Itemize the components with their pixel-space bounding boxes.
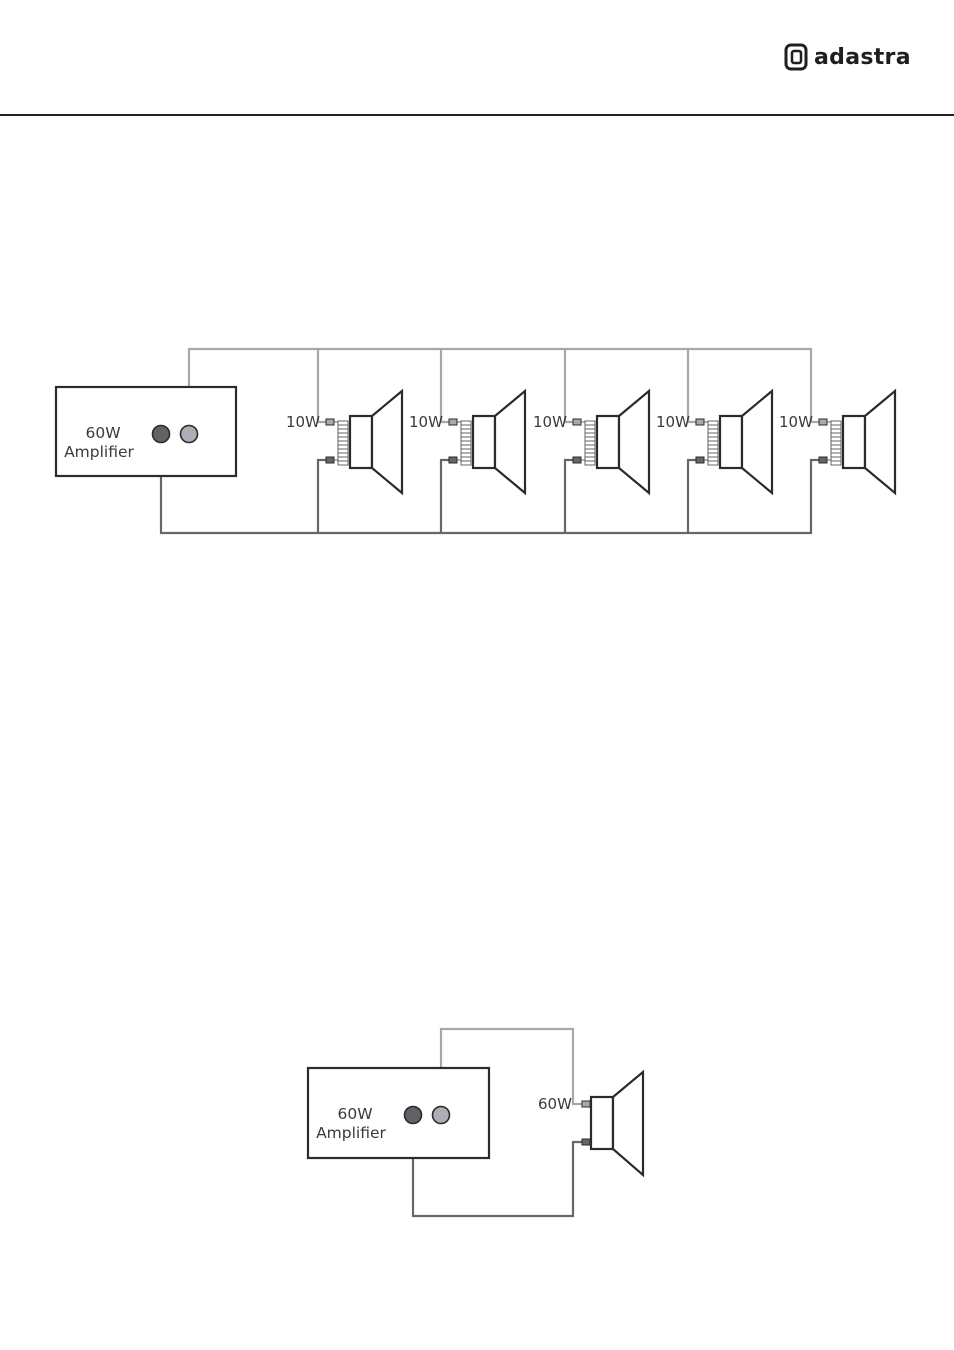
diagram-low-impedance: 60W Amplifier 60W (308, 1029, 643, 1216)
positive-terminal-icon (433, 1107, 450, 1124)
amplifier-box (56, 387, 236, 476)
transformer-coil-icon (581, 421, 595, 465)
speaker-3: 10W (533, 391, 649, 493)
speaker-wattage-label: 10W (779, 413, 813, 431)
speaker-2: 10W (409, 391, 525, 493)
tap-terminal-icon (696, 419, 704, 425)
tap-terminal-icon (326, 419, 334, 425)
transformer-coil-icon (334, 421, 348, 465)
tap-terminal-icon (449, 419, 457, 425)
tap-terminal-icon (449, 457, 457, 463)
speaker-5: 10W (779, 391, 895, 493)
transformer-coil-icon (457, 421, 471, 465)
speaker-cone-icon (720, 391, 772, 493)
amplifier-60w: 60W Amplifier (56, 387, 236, 476)
speaker-cone-icon (597, 391, 649, 493)
amplifier-power-label: 60W (337, 1105, 372, 1123)
speaker-wattage-label: 10W (656, 413, 690, 431)
speaker-4: 10W (656, 391, 772, 493)
tap-terminal-icon (819, 419, 827, 425)
tap-terminal-icon (573, 457, 581, 463)
amplifier-power-label: 60W (85, 424, 120, 442)
speaker-wattage-label: 10W (409, 413, 443, 431)
transformer-coil-icon (704, 421, 718, 465)
tap-terminal-icon (819, 457, 827, 463)
diagram-100v-line: 60W Amplifier 10W (56, 349, 895, 533)
speaker-cone-icon (591, 1072, 643, 1175)
speaker-wattage-label: 10W (286, 413, 320, 431)
amplifier-60w: 60W Amplifier (308, 1068, 489, 1158)
tap-terminal-icon (573, 419, 581, 425)
amplifier-label: Amplifier (316, 1124, 386, 1142)
speaker-cone-icon (473, 391, 525, 493)
transformer-coil-icon (827, 421, 841, 465)
speaker-wattage-label: 60W (538, 1095, 572, 1113)
speaker-60w: 60W (538, 1072, 643, 1175)
speaker-terminal-icon (582, 1101, 590, 1107)
speaker-cone-icon (843, 391, 895, 493)
amplifier-label: Amplifier (64, 443, 134, 461)
tap-terminal-icon (696, 457, 704, 463)
speaker-terminal-icon (582, 1139, 590, 1145)
negative-terminal-icon (405, 1107, 422, 1124)
speaker-1: 10W (286, 391, 402, 493)
speaker-cone-icon (350, 391, 402, 493)
negative-terminal-icon (153, 426, 170, 443)
positive-terminal-icon (181, 426, 198, 443)
speaker-wattage-label: 10W (533, 413, 567, 431)
tap-terminal-icon (326, 457, 334, 463)
amplifier-box (308, 1068, 489, 1158)
